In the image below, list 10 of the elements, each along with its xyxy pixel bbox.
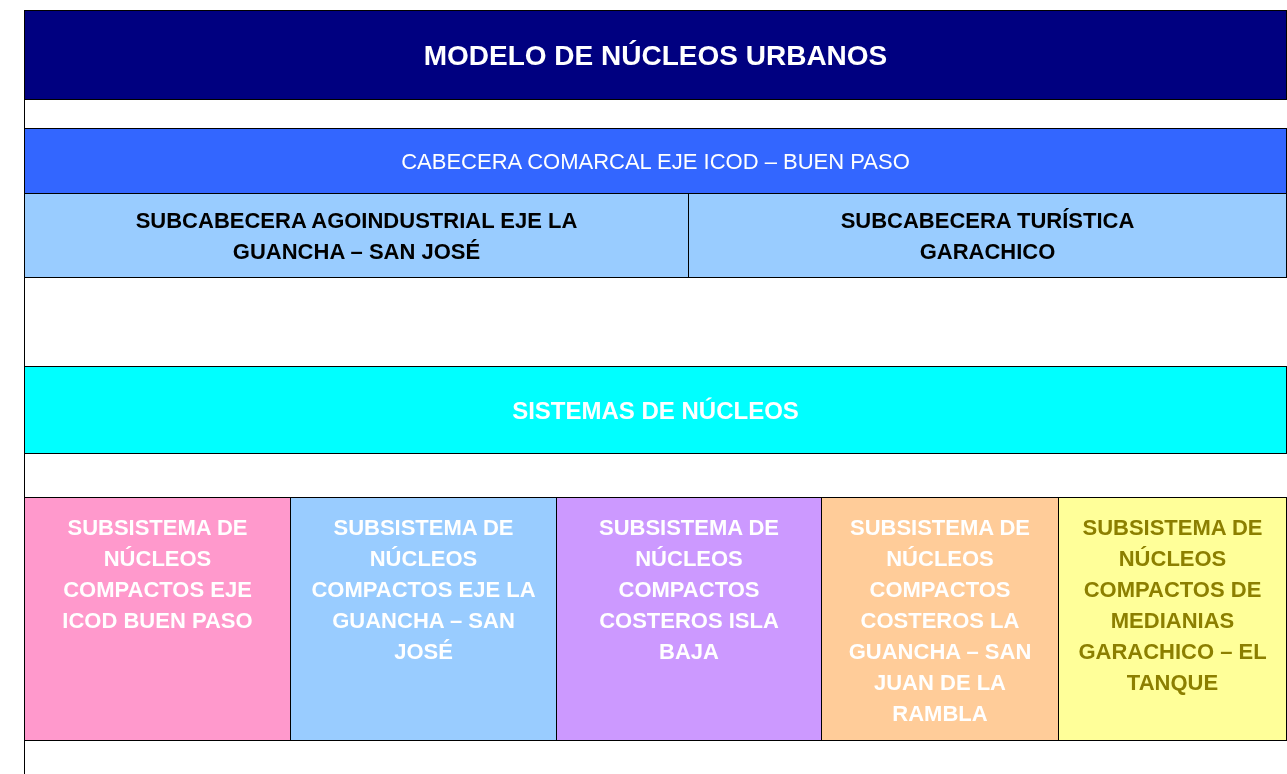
cell-text: MODELO DE NÚCLEOS URBANOS bbox=[422, 39, 889, 71]
cell-text: CABECERA COMARCAL EJE ICOD – BUEN PASO bbox=[400, 147, 911, 176]
cell-text: SISTEMAS DE NÚCLEOS bbox=[511, 395, 800, 426]
cell-text: SUBCABECERA TURÍSTICA GARACHICO bbox=[839, 206, 1136, 266]
cell-text: SUBCABECERA AGOINDUSTRIAL EJE LA GUANCHA – SAN JOSÉ bbox=[134, 206, 579, 266]
cell-text: SUBSISTEMA DE NÚCLEOS COMPACTOS COSTEROS ISLA BAJA bbox=[597, 514, 781, 666]
cell-text: SUBSISTEMA DE NÚCLEOS COMPACTOS COSTEROS LA GUANCHA – SAN JUAN DE LA RAMBLA bbox=[847, 514, 1033, 728]
cell-text: SUBSISTEMA DE NÚCLEOS COMPACTOS EJE LA GUANCHA – SAN JOSÉ bbox=[310, 514, 537, 666]
cell-text: SUBSISTEMA DE NÚCLEOS COMPACTOS EJE ICOD BUEN PASO bbox=[61, 514, 254, 635]
cell-text: SUBSISTEMA DE NÚCLEOS COMPACTOS DE MEDIANIAS GARACHICO – EL TANQUE bbox=[1077, 514, 1268, 697]
